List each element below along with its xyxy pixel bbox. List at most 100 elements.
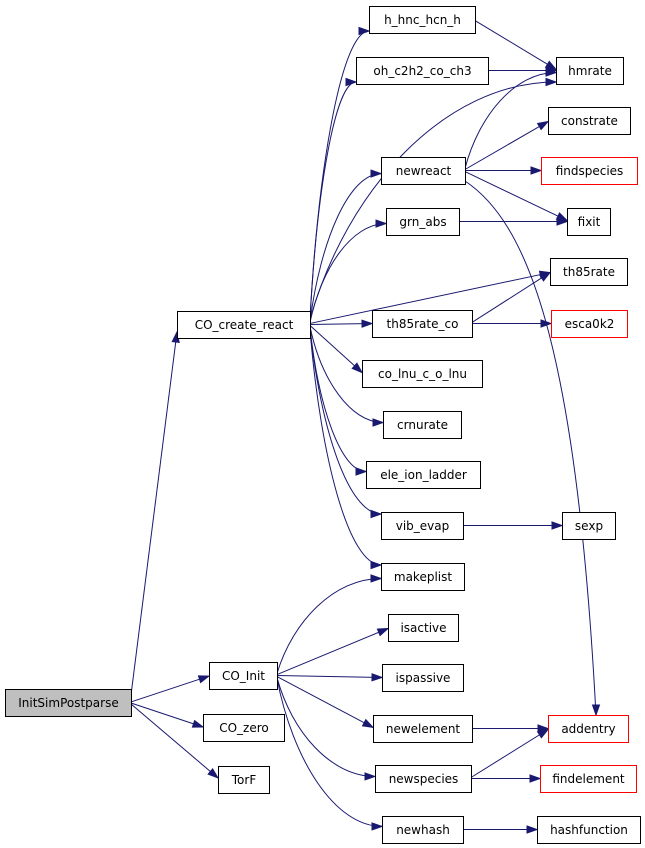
nodes-layer: InitSimPostparse CO_create_reactCO_InitCO… [5, 6, 641, 844]
node-label: co_lnu_c_o_lnu [378, 367, 467, 381]
node-box [369, 6, 476, 34]
node-label: newelement [386, 722, 461, 736]
node-box [550, 258, 628, 286]
node-label: CO_create_react [195, 318, 294, 332]
edge-newelement-to-addentry [472, 724, 550, 733]
edge-newspecies-to-findelement [471, 774, 542, 783]
node-label: th85rate_co [387, 317, 459, 331]
node-grn-abs[interactable]: grn_abs [386, 208, 460, 236]
node-sexp[interactable]: sexp [562, 512, 616, 540]
edge-th85rate-co-to-esca0k2 [472, 319, 553, 328]
node-makeplist[interactable]: makeplist [381, 563, 465, 591]
node-addentry[interactable]: addentry [548, 715, 629, 743]
node-ispassive[interactable]: ispassive [382, 664, 464, 692]
edge-co-create-react-to-th85rate-co [309, 319, 374, 328]
node-label: grn_abs [399, 215, 446, 229]
node-box [203, 714, 285, 742]
node-box [381, 157, 466, 185]
node-findelement[interactable]: findelement [540, 765, 637, 793]
node-co-zero[interactable]: CO_zero [203, 714, 285, 742]
node-constrate[interactable]: constrate [548, 107, 631, 135]
edge-co-init-to-makeplist [276, 574, 383, 674]
node-label: vib_evap [396, 519, 450, 533]
node-fixit[interactable]: fixit [567, 208, 611, 236]
node-box [382, 664, 464, 692]
node-torf[interactable]: TorF [218, 766, 270, 794]
edge-co-init-to-isactive [276, 627, 390, 676]
node-box [556, 57, 624, 85]
node-label: ele_ion_ladder [380, 468, 467, 482]
edge-co-create-react-to-hmrate [309, 77, 558, 320]
node-th85rate[interactable]: th85rate [550, 258, 628, 286]
node-newreact[interactable]: newreact [381, 157, 466, 185]
node-label: fixit [578, 215, 601, 229]
node-h-hnc-hcn-h[interactable]: h_hnc_hcn_h [369, 6, 476, 34]
node-box [375, 765, 472, 793]
node-box [356, 57, 489, 85]
node-box [383, 411, 462, 439]
node-box [551, 310, 628, 338]
node-newhash[interactable]: newhash [382, 816, 464, 844]
node-th85rate-co[interactable]: th85rate_co [372, 310, 473, 338]
node-box [562, 512, 616, 540]
node-box [388, 614, 459, 642]
node-label: crnurate [397, 418, 448, 432]
node-label: newreact [396, 164, 452, 178]
node-crnurate[interactable]: crnurate [383, 411, 462, 439]
edge-grn-abs-to-fixit [459, 217, 569, 226]
node-box [386, 208, 460, 236]
node-label: findelement [552, 772, 625, 786]
node-hmrate[interactable]: hmrate [556, 57, 624, 85]
node-newspecies[interactable]: newspecies [375, 765, 472, 793]
node-vib-evap[interactable]: vib_evap [381, 512, 464, 540]
edge-initsimpostparse-to-torf [130, 703, 220, 779]
edge-co-create-react-to-crnurate [309, 326, 385, 427]
node-findspecies[interactable]: findspecies [541, 157, 638, 185]
node-box [537, 816, 641, 844]
node-ele-ion-ladder[interactable]: ele_ion_ladder [366, 461, 481, 489]
node-label: newhash [396, 823, 450, 837]
edge-newreact-to-hmrate [464, 68, 558, 169]
edge-co-init-to-ispassive [276, 673, 384, 682]
node-box [366, 461, 481, 489]
node-box [540, 765, 637, 793]
node-label: esca0k2 [565, 317, 615, 331]
edge-co-create-react-to-grn-abs [309, 219, 388, 323]
node-initsimpostparse[interactable]: InitSimPostparse [5, 689, 132, 717]
node-label: CO_Init [222, 669, 265, 683]
node-co-lnu-c-o-lnu[interactable]: co_lnu_c_o_lnu [362, 360, 483, 388]
edge-vib-evap-to-sexp [463, 521, 564, 530]
node-esca0k2[interactable]: esca0k2 [551, 310, 628, 338]
node-label: constrate [561, 114, 618, 128]
edge-initsimpostparse-to-co-init [130, 675, 211, 703]
node-box [218, 766, 270, 794]
node-box [548, 107, 631, 135]
node-label: newspecies [389, 772, 459, 786]
node-box [5, 689, 132, 717]
edge-co-create-react-to-newreact [309, 169, 383, 322]
edge-co-create-react-to-makeplist [309, 329, 383, 570]
edge-newreact-to-addentry [464, 180, 601, 717]
node-label: hmrate [568, 64, 612, 78]
edge-newreact-to-findspecies [465, 166, 543, 175]
node-label: CO_zero [219, 721, 269, 735]
node-label: oh_c2h2_co_ch3 [373, 64, 471, 78]
node-box [177, 311, 311, 339]
node-box [372, 310, 473, 338]
edge-th85rate-co-to-th85rate [471, 271, 552, 323]
node-label: h_hnc_hcn_h [384, 13, 461, 27]
node-box [381, 512, 464, 540]
node-isactive[interactable]: isactive [388, 614, 459, 642]
node-oh-c2h2-co-ch3[interactable]: oh_c2h2_co_ch3 [356, 57, 489, 85]
node-co-create-react[interactable]: CO_create_react [177, 311, 311, 339]
node-label: makeplist [394, 570, 452, 584]
edge-initsimpostparse-to-co-zero [130, 702, 205, 728]
node-newelement[interactable]: newelement [373, 715, 473, 743]
node-label: addentry [561, 722, 615, 736]
edge-co-create-react-to-oh-c2h2-co-ch3 [309, 77, 358, 320]
node-co-init[interactable]: CO_Init [209, 662, 278, 690]
edge-newreact-to-constrate [464, 120, 550, 170]
node-hashfunction[interactable]: hashfunction [537, 816, 641, 844]
node-label: hashfunction [550, 823, 628, 837]
